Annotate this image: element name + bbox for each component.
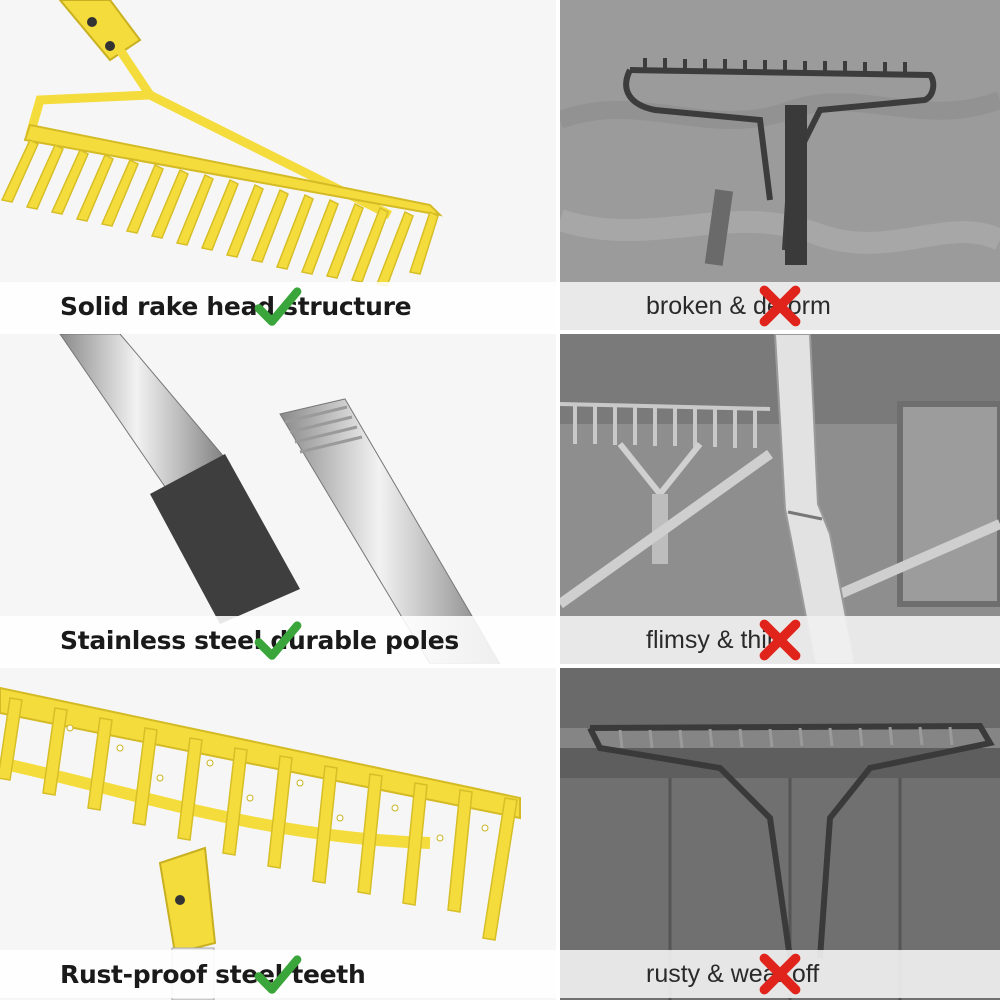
red-cross-icon	[759, 285, 801, 327]
yellow-rake-teeth-illustration	[0, 668, 556, 1000]
stainless-pole-illustration	[0, 334, 556, 664]
gray-broken-rake-photo	[560, 0, 1000, 330]
bad-feature-label: broken & deform	[646, 291, 831, 320]
red-cross-icon	[759, 619, 801, 661]
check-mark-icon	[254, 287, 302, 326]
good-feature-label: Solid rake head structure	[60, 291, 412, 321]
bad-feature-label: flimsy & thin	[646, 625, 781, 654]
check-mark-icon	[254, 621, 302, 660]
gray-bent-pole-photo	[560, 334, 1000, 664]
bad-photo-broken-rake: broken & deform	[560, 0, 1000, 330]
good-feature-label: Rust-proof steel teeth	[60, 959, 366, 989]
good-caption-row-2: Stainless steel durable poles	[0, 616, 556, 664]
red-cross-icon	[759, 953, 801, 995]
bad-caption-row-1: broken & deform	[560, 282, 1000, 330]
bad-photo-bent-pole: flimsy & thin	[560, 334, 1000, 664]
good-caption-row-3: Rust-proof steel teeth	[0, 950, 556, 998]
bad-caption-row-3: rusty & wear off	[560, 950, 1000, 998]
good-photo-steel-poles: Stainless steel durable poles	[0, 334, 556, 664]
check-mark-icon	[254, 955, 302, 994]
bad-caption-row-2: flimsy & thin	[560, 616, 1000, 664]
bad-photo-rusty-rake: rusty & wear off	[560, 668, 1000, 1000]
good-photo-steel-teeth: Rust-proof steel teeth	[0, 668, 556, 1000]
good-caption-row-1: Solid rake head structure	[0, 282, 556, 330]
good-photo-rake-head: Solid rake head structure	[0, 0, 556, 330]
yellow-rake-head-illustration	[0, 0, 556, 330]
